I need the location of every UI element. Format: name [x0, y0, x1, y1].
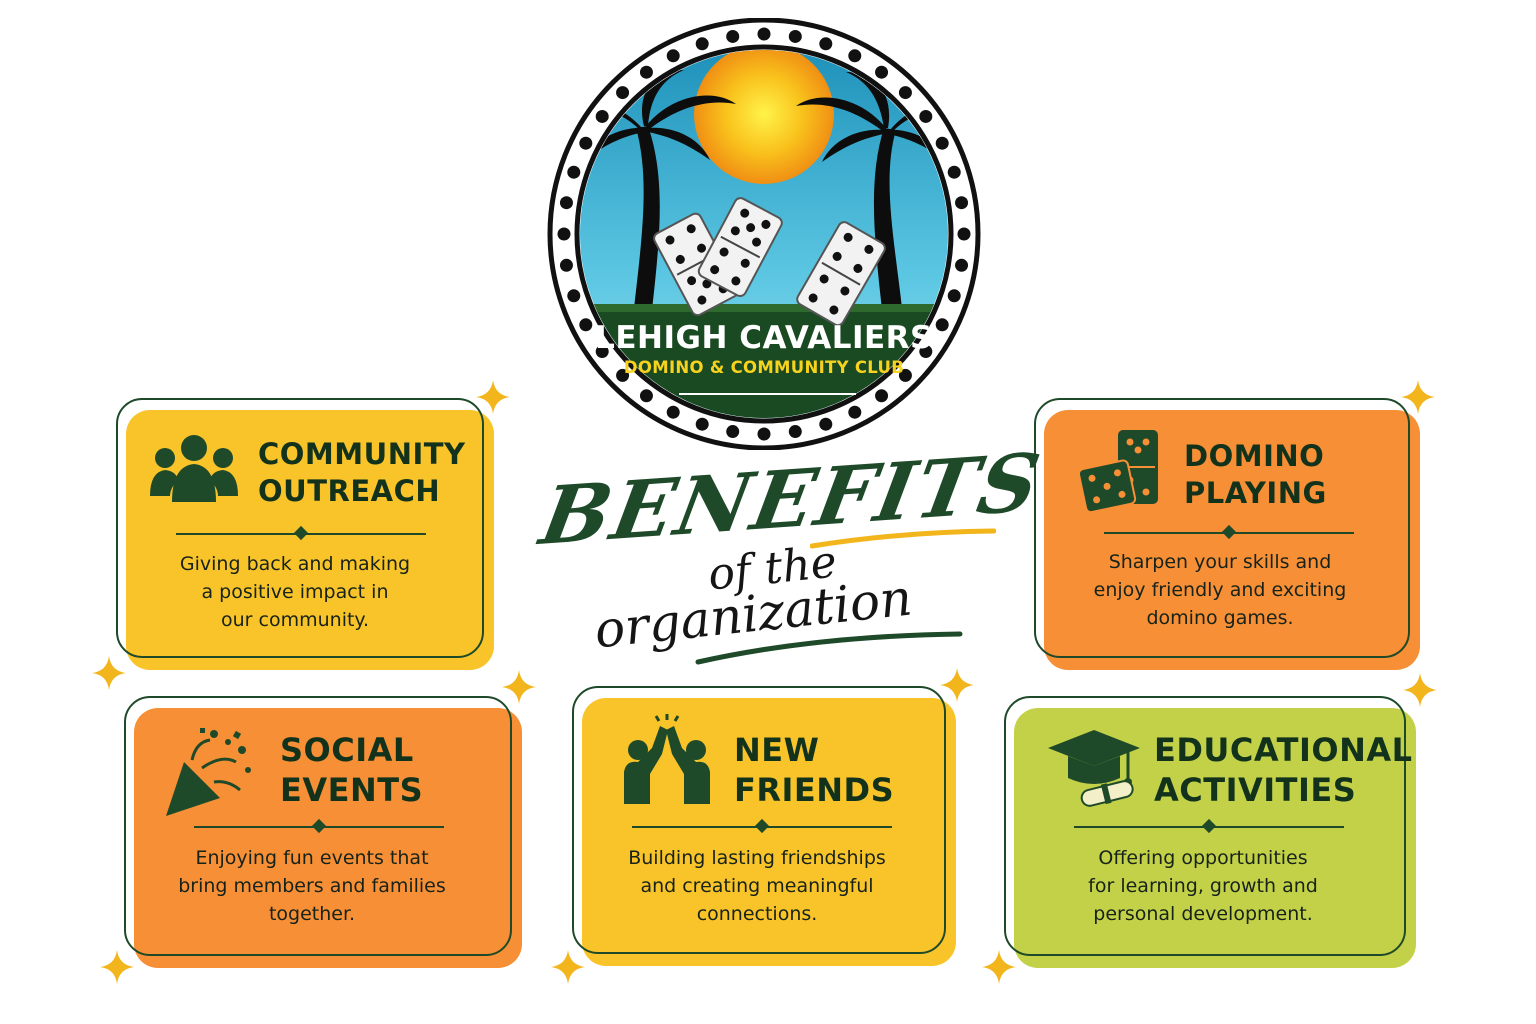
- card-title: EDUCATIONAL ACTIVITIES: [1154, 731, 1413, 809]
- high-five-icon: [624, 714, 710, 804]
- logo-ring-dot: [595, 109, 609, 123]
- logo-ring-dot: [957, 227, 971, 241]
- logo-ring-dot: [595, 345, 609, 359]
- card-description: Offering opportunities for learning, gro…: [1088, 847, 1318, 925]
- sparkle-star-icon: [92, 656, 126, 690]
- logo-ring-dot: [695, 417, 709, 431]
- logo-ring-dot: [757, 427, 771, 441]
- logo-ring-dot: [875, 65, 889, 79]
- logo-ring-dot: [726, 29, 740, 43]
- sparkle-star-icon: [982, 950, 1016, 984]
- card-divider: [1104, 524, 1354, 540]
- card-educational-activities: EDUCATIONAL ACTIVITIES Offering opportun…: [1004, 696, 1416, 968]
- logo-club-subtitle: DOMINO & COMMUNITY CLUB: [623, 358, 905, 377]
- heading-swoosh: [695, 631, 963, 665]
- sparkle-star-icon: [940, 668, 974, 702]
- logo-ring-dot: [567, 289, 581, 303]
- logo-ring-dot: [935, 318, 949, 332]
- sparkle-star-icon: [502, 670, 536, 704]
- card-description: Sharpen your skills and enjoy friendly a…: [1093, 551, 1347, 629]
- logo-ring-dot: [559, 258, 573, 272]
- logo-ring-dot: [579, 318, 593, 332]
- logo-ring-dot: [875, 389, 889, 403]
- logo-ring-dot: [955, 196, 969, 210]
- card-description: Building lasting friendships and creatin…: [628, 847, 886, 925]
- card-divider: [176, 525, 426, 541]
- logo-ring-dot: [695, 37, 709, 51]
- logo-ring-dot: [666, 405, 680, 419]
- logo-ring-dot: [726, 425, 740, 439]
- logo-ring-dot: [898, 368, 912, 382]
- sparkle-star-icon: [476, 380, 510, 414]
- logo-ring-dot: [567, 165, 581, 179]
- logo-ring-dot: [955, 258, 969, 272]
- sparkle-star-icon: [100, 950, 134, 984]
- logo-ring-dot: [819, 417, 833, 431]
- logo-ring-dot: [947, 289, 961, 303]
- logo-ring-dot: [819, 37, 833, 51]
- benefits-heading: BENEFITS of the organization: [534, 435, 1048, 676]
- logo-ring-dot: [919, 345, 933, 359]
- card-new-friends: NEW FRIENDS Building lasting friendships…: [572, 686, 956, 966]
- club-logo: LEHIGH CAVALIERS DOMINO & COMMUNITY CLUB: [524, 18, 1004, 450]
- logo-ring-dot: [757, 27, 771, 41]
- logo-ring-dot: [848, 405, 862, 419]
- sparkle-star-icon: [551, 950, 585, 984]
- logo-ring-dot: [559, 196, 573, 210]
- party-popper-icon: [166, 728, 251, 816]
- card-title: COMMUNITY OUTREACH: [258, 437, 466, 508]
- card-title: SOCIAL EVENTS: [280, 731, 424, 809]
- logo-ring-dot: [848, 49, 862, 63]
- logo-ring-dot: [557, 227, 571, 241]
- card-divider: [194, 818, 444, 834]
- logo-ring-dot: [639, 65, 653, 79]
- card-description: Giving back and making a positive impact…: [179, 553, 411, 631]
- card-divider: [1074, 818, 1344, 834]
- card-title: NEW FRIENDS: [734, 731, 895, 809]
- logo-ring-dot: [947, 165, 961, 179]
- card-social-events: SOCIAL EVENTS Enjoying fun events that b…: [124, 696, 522, 968]
- logo-ring-dot: [579, 136, 593, 150]
- logo-ring-dot: [616, 86, 630, 100]
- card-domino-playing: DOMINO PLAYING Sharpen your skills and e…: [1034, 398, 1420, 670]
- logo-ring-dot: [935, 136, 949, 150]
- logo-ring-dot: [788, 29, 802, 43]
- logo-ring-dot: [788, 425, 802, 439]
- heading-underline: [810, 528, 996, 549]
- logo-club-name: LEHIGH CAVALIERS: [595, 320, 933, 356]
- people-group-icon: [150, 435, 238, 502]
- logo-ring-dot: [919, 109, 933, 123]
- logo-ring-dot: [639, 389, 653, 403]
- logo-ring-dot: [666, 49, 680, 63]
- sparkle-star-icon: [1403, 673, 1437, 707]
- sparkle-star-icon: [1401, 380, 1435, 414]
- card-description: Enjoying fun events that bring members a…: [178, 847, 446, 925]
- card-community-outreach: COMMUNITY OUTREACH Giving back and makin…: [116, 398, 494, 670]
- logo-ring-dot: [898, 86, 912, 100]
- domino-tiles-icon: [1077, 430, 1158, 514]
- logo-ring-dot: [616, 368, 630, 382]
- graduation-cap-icon: [1048, 730, 1140, 807]
- card-divider: [632, 818, 892, 834]
- card-title: DOMINO PLAYING: [1184, 439, 1327, 510]
